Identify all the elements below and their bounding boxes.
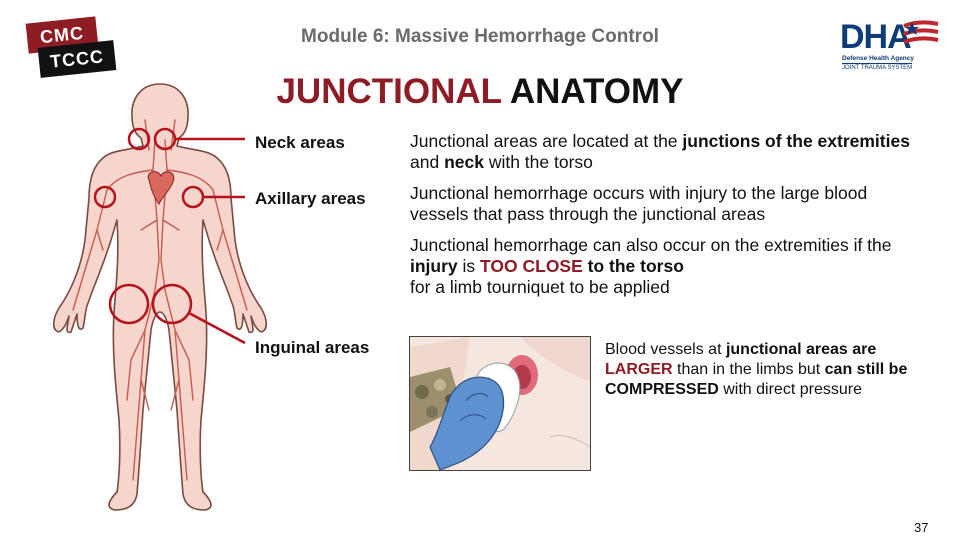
p3-text-c: is [457, 256, 481, 276]
p1-text-e: with the torso [483, 152, 593, 172]
title-anatomy: ANATOMY [501, 72, 684, 111]
inguinal-circle-right [151, 283, 193, 325]
p3-red-too-close: TOO CLOSE [480, 256, 583, 276]
gloved-hand-pressure-illustration [410, 337, 590, 470]
caption-bold-compressed: can still be COMPRESSED [605, 361, 908, 398]
heart-icon [147, 171, 175, 206]
axillary-circle-left [93, 185, 117, 209]
p1-bold-neck: neck [444, 152, 484, 172]
label-neck-areas: Neck areas [255, 133, 345, 152]
direct-pressure-illustration [409, 336, 591, 471]
label-axillary-areas: Axillary areas [255, 189, 366, 208]
paragraph-extremity-hemorrhage: Junctional hemorrhage can also occur on … [410, 235, 910, 298]
p3-bold-injury: injury [410, 256, 458, 276]
p3-text-f: for a limb tourniquet to be applied [410, 277, 670, 297]
page-number: 37 [914, 520, 929, 535]
neck-circle-left [127, 127, 151, 151]
caption-text-f: with direct pressure [718, 381, 862, 398]
dha-logo: DHA Defense Health Agency JOINT TRAUMA S… [840, 18, 940, 71]
p3-bold-torso: to the torso [582, 256, 684, 276]
caption-red-larger: LARGER [605, 361, 673, 378]
p1-bold-junctions: junctions of the extremities [682, 131, 910, 151]
flag-stripes-icon [903, 20, 939, 44]
slide-title: JUNCTIONAL ANATOMY [0, 72, 960, 112]
dha-letters: DHA [840, 18, 912, 56]
body-anatomy-illustration [52, 83, 268, 511]
title-junctional: JUNCTIONAL [276, 72, 502, 111]
paragraph-junctional-hemorrhage: Junctional hemorrhage occurs with injury… [410, 183, 868, 224]
dha-system-name: JOINT TRAUMA SYSTEM [842, 63, 913, 71]
caption-text-a: Blood vessels at [605, 341, 726, 358]
caption-text-d: than in the limbs but [672, 361, 825, 378]
paragraph-junctional-definition: Junctional areas are located at the junc… [410, 131, 910, 173]
p1-text-a: Junctional areas are located at the [410, 131, 683, 151]
p1-text-c: and [410, 152, 445, 172]
p3-text-a: Junctional hemorrhage can also occur on … [410, 235, 892, 255]
inguinal-circle-left [108, 283, 150, 325]
inguinal-pointer-line [188, 311, 246, 345]
dha-agency-name: Defense Health Agency [842, 55, 915, 62]
label-inguinal-areas: Inguinal areas [255, 338, 370, 357]
module-title: Module 6: Massive Hemorrhage Control [301, 26, 659, 47]
caption-bold-junctional: junctional areas are [725, 341, 877, 358]
